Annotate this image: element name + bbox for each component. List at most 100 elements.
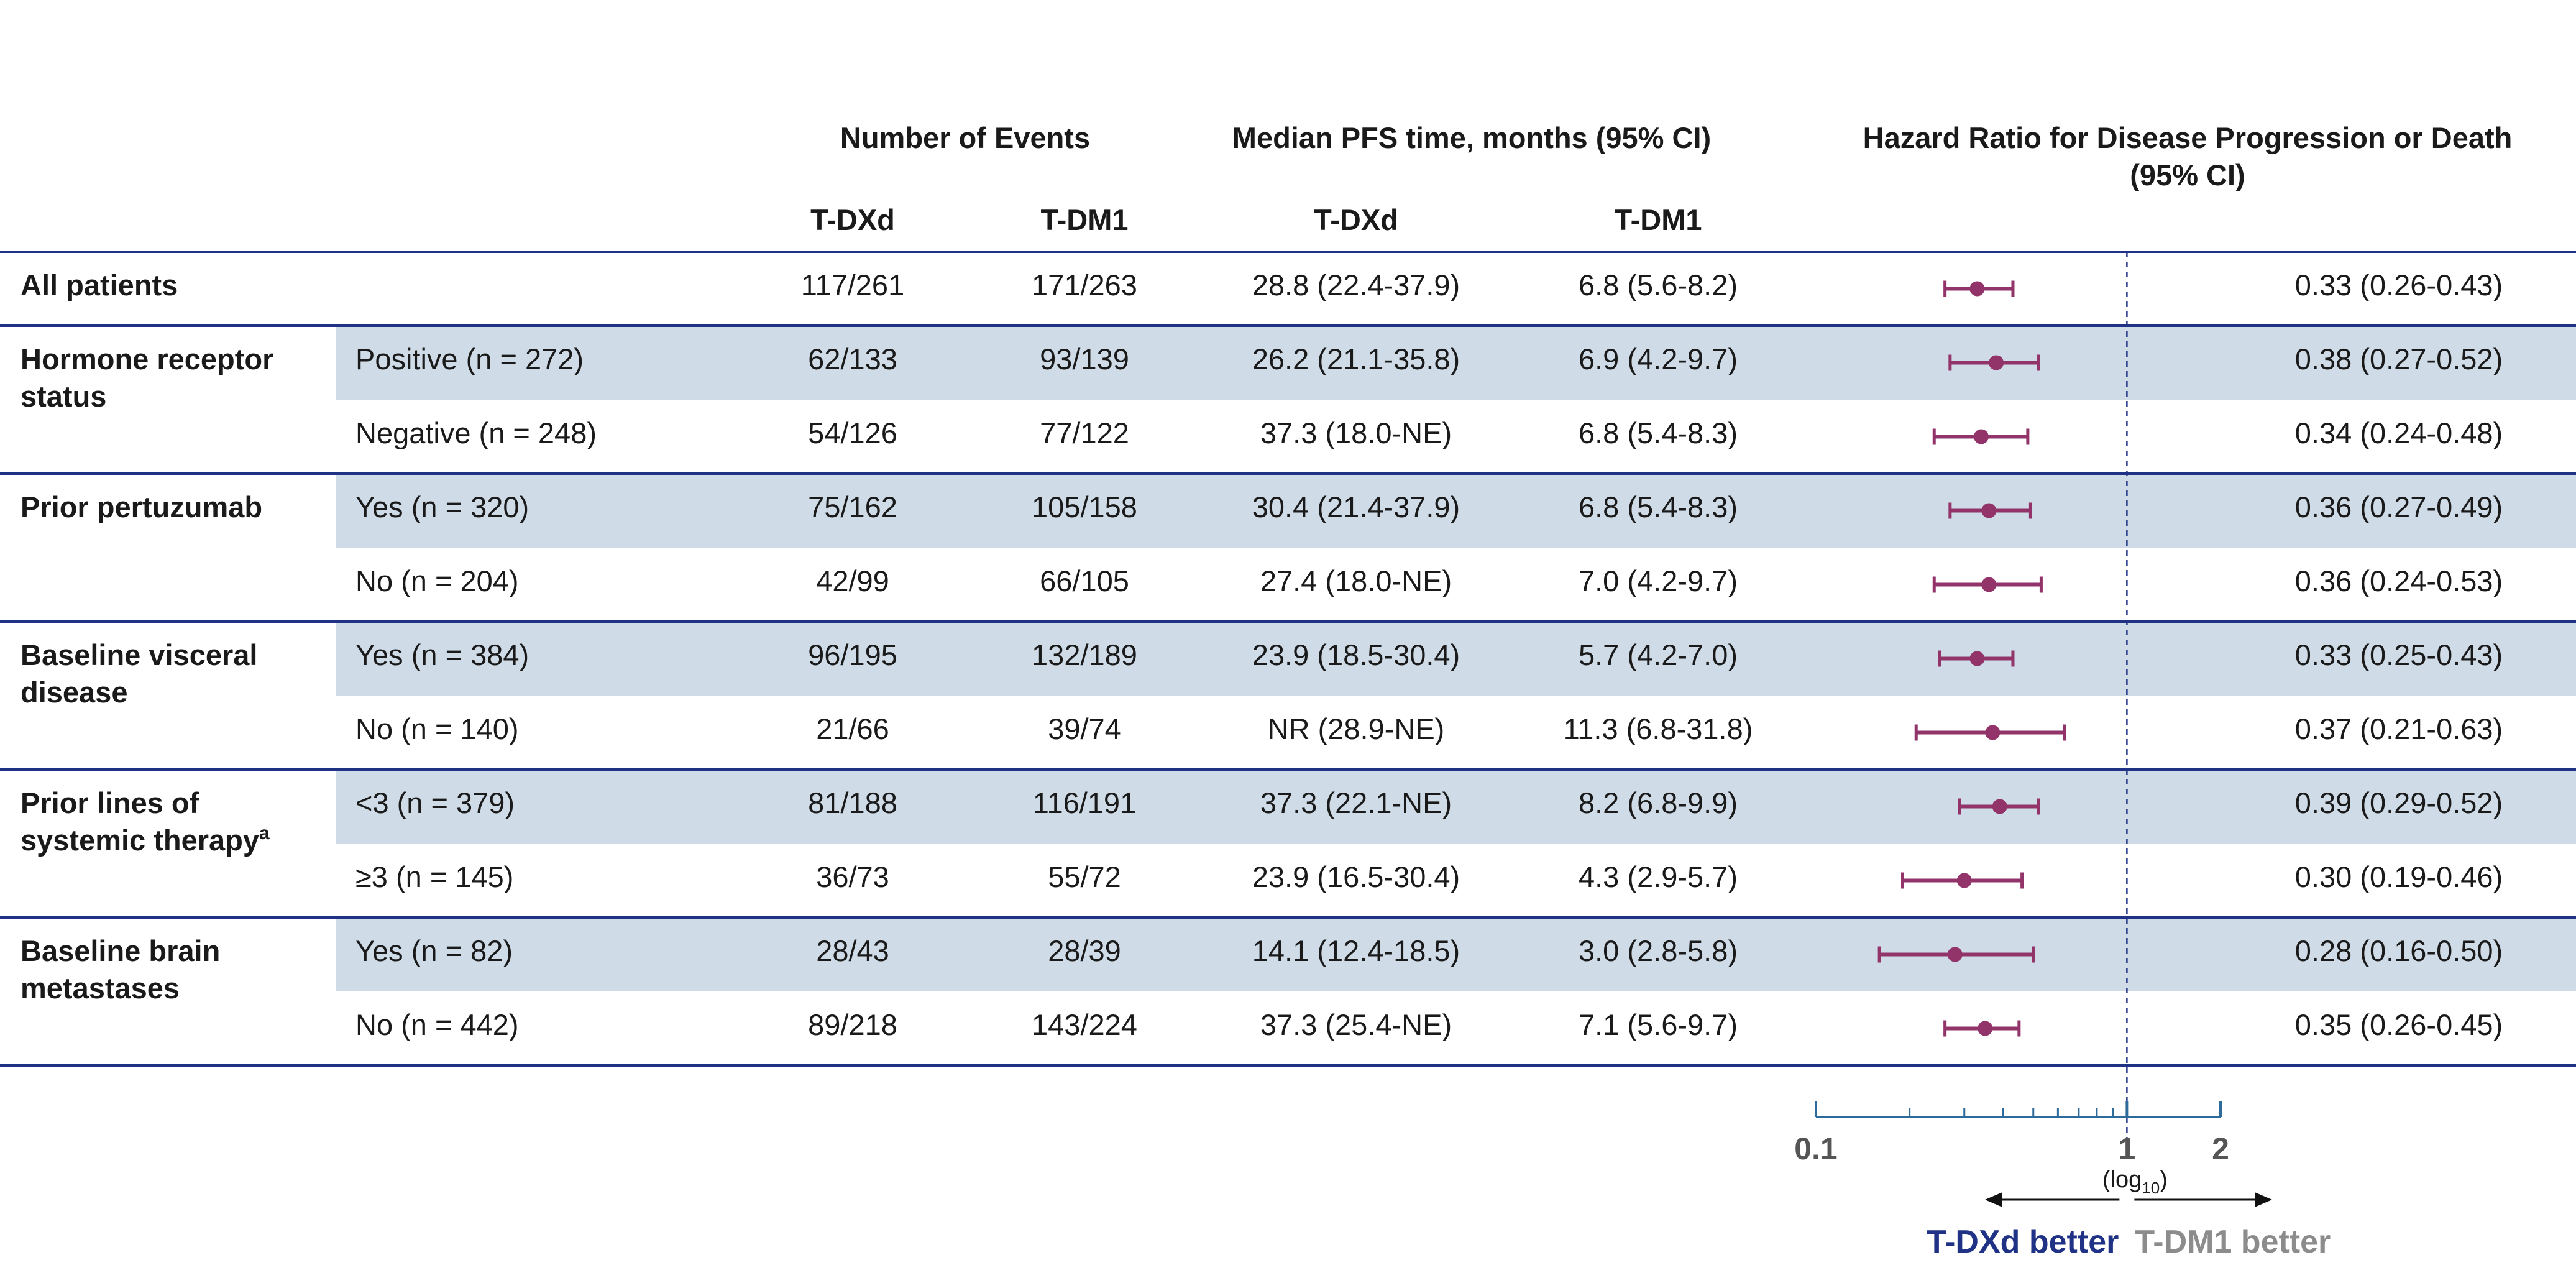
hr-value-text: 0.36 (0.27-0.49) bbox=[2295, 490, 2503, 523]
pfs-tdxd: 30.4 (21.4-37.9) bbox=[1252, 490, 1460, 523]
group-label-4-1: systemic therapya bbox=[21, 823, 270, 857]
group-label-2-0: Prior pertuzumab bbox=[21, 490, 262, 523]
hr-value-text: 0.36 (0.24-0.53) bbox=[2295, 564, 2503, 597]
events-tdm1: 132/189 bbox=[1032, 638, 1137, 671]
group-label-1-1: status bbox=[21, 380, 106, 413]
pfs-tdm1: 7.0 (4.2-9.7) bbox=[1579, 564, 1738, 597]
hr-value-text: 0.33 (0.25-0.43) bbox=[2295, 638, 2503, 671]
pfs-tdxd: 37.3 (25.4-NE) bbox=[1260, 1008, 1452, 1041]
hr-point bbox=[1992, 799, 2007, 814]
pfs-tdm1: 4.3 (2.9-5.7) bbox=[1579, 860, 1738, 893]
events-tdm1: 39/74 bbox=[1048, 712, 1121, 745]
subgroup-label: Positive (n = 272) bbox=[355, 343, 584, 375]
events-tdm1: 116/191 bbox=[1033, 786, 1136, 819]
hr-point bbox=[1969, 281, 1985, 297]
subgroup-label: ≥3 (n = 145) bbox=[355, 860, 513, 893]
hr-value-text: 0.35 (0.26-0.45) bbox=[2295, 1008, 2503, 1041]
events-tdxd: 21/66 bbox=[816, 712, 889, 745]
hr-point bbox=[1956, 873, 1972, 888]
events-tdm1: 171/263 bbox=[1032, 269, 1137, 301]
forest-plot bbox=[1877, 252, 2128, 1138]
events-tdm1: 66/105 bbox=[1040, 564, 1129, 597]
group-label-0-0: All patients bbox=[21, 269, 178, 301]
row-shade bbox=[336, 770, 2576, 844]
subgroup-label: No (n = 204) bbox=[355, 564, 519, 597]
favor-left-label: T-DXd better bbox=[1927, 1224, 2119, 1260]
subgroup-label: No (n = 442) bbox=[355, 1008, 519, 1041]
events-tdxd: 117/261 bbox=[801, 269, 904, 301]
events-tdm1: 28/39 bbox=[1048, 934, 1121, 967]
header-pfs-tdm1: T-DM1 bbox=[1615, 203, 1702, 236]
pfs-tdxd: 23.9 (18.5-30.4) bbox=[1252, 638, 1460, 671]
row-shade bbox=[336, 474, 2576, 548]
favor-right-label: T-DM1 better bbox=[2135, 1224, 2331, 1260]
hr-value-text: 0.28 (0.16-0.50) bbox=[2295, 934, 2503, 967]
axis-log-close: ) bbox=[2160, 1167, 2168, 1193]
events-tdm1: 55/72 bbox=[1048, 860, 1121, 893]
pfs-tdm1: 6.8 (5.6-8.2) bbox=[1579, 269, 1738, 301]
hr-value-text: 0.37 (0.21-0.63) bbox=[2295, 712, 2503, 745]
hr-point bbox=[1981, 577, 1997, 592]
events-tdm1: 143/224 bbox=[1032, 1008, 1137, 1041]
pfs-tdxd: 26.2 (21.1-35.8) bbox=[1252, 343, 1460, 375]
row-shade bbox=[336, 326, 2576, 400]
axis-log-note: (log10) bbox=[2102, 1167, 2168, 1197]
group-label-superscript: a bbox=[259, 823, 270, 844]
row-shade bbox=[336, 917, 2576, 991]
events-tdxd: 81/188 bbox=[808, 786, 897, 819]
hr-point bbox=[1981, 503, 1997, 518]
pfs-tdxd: NR (28.9-NE) bbox=[1268, 712, 1445, 745]
events-tdm1: 93/139 bbox=[1040, 343, 1129, 375]
pfs-tdm1: 6.9 (4.2-9.7) bbox=[1579, 343, 1738, 375]
hr-value-text: 0.30 (0.19-0.46) bbox=[2295, 860, 2503, 893]
group-label-5-0: Baseline brain bbox=[21, 934, 220, 967]
group-label-3-0: Baseline visceral bbox=[21, 638, 258, 671]
subgroup-label: Negative (n = 248) bbox=[355, 416, 597, 449]
header-events-tdm1: T-DM1 bbox=[1041, 203, 1129, 236]
group-label-4-0: Prior lines of bbox=[21, 786, 199, 819]
events-tdxd: 75/162 bbox=[808, 490, 897, 523]
events-tdxd: 54/126 bbox=[808, 416, 897, 449]
pfs-tdxd: 27.4 (18.0-NE) bbox=[1260, 564, 1452, 597]
x-tick-label: 2 bbox=[2212, 1131, 2229, 1166]
events-tdxd: 89/218 bbox=[808, 1008, 897, 1041]
hr-value-text: 0.38 (0.27-0.52) bbox=[2295, 343, 2503, 375]
subgroup-label: Yes (n = 82) bbox=[355, 934, 513, 967]
hr-value-text: 0.39 (0.29-0.52) bbox=[2295, 786, 2503, 819]
pfs-tdxd: 28.8 (22.4-37.9) bbox=[1252, 269, 1460, 301]
x-tick-label: 1 bbox=[2118, 1131, 2135, 1166]
group-label-3-1: disease bbox=[21, 676, 127, 709]
pfs-tdm1: 6.8 (5.4-8.3) bbox=[1579, 416, 1738, 449]
header-events-tdxd: T-DXd bbox=[810, 203, 895, 236]
events-tdxd: 62/133 bbox=[808, 343, 897, 375]
events-tdxd: 96/195 bbox=[808, 638, 897, 671]
hr-value-text: 0.33 (0.26-0.43) bbox=[2295, 269, 2503, 301]
hr-point bbox=[1969, 651, 1985, 666]
header-median-pfs: Median PFS time, months (95% CI) bbox=[1232, 121, 1711, 154]
pfs-tdxd: 37.3 (22.1-NE) bbox=[1260, 786, 1452, 819]
x-tick-label: 0.1 bbox=[1794, 1131, 1838, 1166]
events-tdm1: 105/158 bbox=[1032, 490, 1137, 523]
arrow-right-icon bbox=[2255, 1192, 2272, 1207]
pfs-tdxd: 37.3 (18.0-NE) bbox=[1260, 416, 1452, 449]
header-hazard-ratio: Hazard Ratio for Disease Progression or … bbox=[1863, 121, 2513, 154]
hr-value-text: 0.34 (0.24-0.48) bbox=[2295, 416, 2503, 449]
pfs-tdm1: 8.2 (6.8-9.9) bbox=[1579, 786, 1738, 819]
group-label-1-0: Hormone receptor bbox=[21, 343, 273, 375]
pfs-tdm1: 7.1 (5.6-9.7) bbox=[1579, 1008, 1738, 1041]
hr-point bbox=[1978, 1021, 1993, 1036]
axis-log-subscript: 10 bbox=[2142, 1179, 2160, 1197]
hr-point bbox=[1985, 725, 2001, 740]
subgroup-label: Yes (n = 320) bbox=[355, 490, 529, 523]
subgroup-label: No (n = 140) bbox=[355, 712, 519, 745]
group-label-5-1: metastases bbox=[21, 972, 180, 1005]
row-shading bbox=[336, 326, 2576, 991]
row-shade bbox=[336, 622, 2576, 696]
pfs-tdm1: 3.0 (2.8-5.8) bbox=[1579, 934, 1738, 967]
header-number-of-events: Number of Events bbox=[840, 121, 1090, 154]
events-tdxd: 36/73 bbox=[816, 860, 889, 893]
arrow-left-icon bbox=[1985, 1192, 2002, 1207]
group-separators bbox=[0, 251, 2576, 1067]
x-axis: 0.1 1 2 (log10) T-DXd better T-DM1 better bbox=[1794, 1101, 2331, 1260]
